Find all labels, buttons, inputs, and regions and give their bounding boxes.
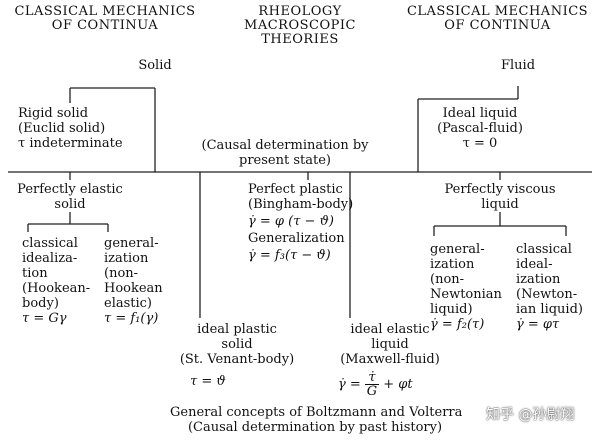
hookean-general-line-3: (non- bbox=[104, 266, 139, 281]
venant-formula: τ = ϑ bbox=[190, 374, 226, 389]
hookean-classical-line-4: (Hookean- bbox=[22, 281, 91, 296]
newton-general-block: general- ization (non- Newtonian liquid)… bbox=[430, 242, 502, 332]
perfectly-viscous-line-2: liquid bbox=[481, 197, 519, 212]
newton-general-formula: γ̇ = f₂(τ) bbox=[430, 317, 485, 332]
newton-classical-line-3: ization bbox=[516, 272, 561, 287]
ideal-liquid-formula: τ = 0 bbox=[462, 136, 498, 151]
newton-general-line-4: Newtonian bbox=[430, 287, 502, 302]
maxwell-denominator: G bbox=[364, 383, 380, 399]
hookean-general-line-5: elastic) bbox=[104, 296, 153, 311]
plastic-generalization-label: Generalization bbox=[248, 231, 345, 246]
newton-classical-line-5: ian liquid) bbox=[516, 302, 583, 317]
solid-label: Solid bbox=[138, 58, 172, 73]
rigid-solid-title: Rigid solid bbox=[18, 106, 89, 121]
center-header-line-3: THEORIES bbox=[261, 32, 339, 47]
center-header-line-1: RHEOLOGY bbox=[258, 4, 342, 19]
perfect-plastic-block: Perfect plastic (Bingham-body) γ̇ = φ (τ… bbox=[248, 182, 353, 263]
left-header: CLASSICAL MECHANICS OF CONTINUA bbox=[0, 5, 210, 33]
right-header: CLASSICAL MECHANICS OF CONTINUA bbox=[395, 5, 600, 33]
hookean-classical-line-1: classical bbox=[22, 236, 78, 251]
perfectly-viscous-block: Perfectly viscous liquid bbox=[440, 182, 560, 212]
left-header-line-1: CLASSICAL MECHANICS bbox=[14, 4, 196, 19]
newton-classical-block: classical ideal- ization (Newton- ian li… bbox=[516, 242, 583, 332]
maxwell-lhs: γ̇ = bbox=[338, 376, 361, 392]
perfectly-elastic-line-2: solid bbox=[54, 197, 86, 212]
fluid-label: Fluid bbox=[500, 58, 536, 73]
rigid-solid-alias: (Euclid solid) bbox=[18, 121, 106, 136]
ideal-plastic-line-1: ideal plastic bbox=[197, 322, 277, 337]
ideal-liquid-block: Ideal liquid (Pascal-fluid) τ = 0 bbox=[430, 106, 530, 151]
left-header-line-2: OF CONTINUA bbox=[51, 18, 159, 33]
perfectly-elastic-line-1: Perfectly elastic bbox=[17, 182, 123, 197]
center-header: RHEOLOGY MACROSCOPIC THEORIES bbox=[220, 5, 380, 47]
perfectly-viscous-line-1: Perfectly viscous bbox=[444, 182, 556, 197]
hookean-general-block: general- ization (non- Hookean elastic) … bbox=[104, 236, 163, 326]
ideal-plastic-line-3: (St. Venant-body) bbox=[179, 352, 295, 367]
perfectly-elastic-block: Perfectly elastic solid bbox=[15, 182, 125, 212]
newton-general-line-3: (non- bbox=[430, 272, 465, 287]
hookean-classical-line-3: tion bbox=[22, 266, 48, 281]
ideal-liquid-alias: (Pascal-fluid) bbox=[437, 121, 523, 136]
hookean-general-line-4: Hookean bbox=[104, 281, 163, 296]
newton-general-line-1: general- bbox=[430, 242, 485, 257]
watermark: 知乎 @孙尉翔 bbox=[486, 407, 575, 423]
hookean-classical-line-5: body) bbox=[22, 296, 59, 311]
hookean-general-line-1: general- bbox=[104, 236, 159, 251]
hookean-general-line-2: ization bbox=[104, 251, 149, 266]
bottom-line-1: General concepts of Boltzmann and Volter… bbox=[170, 405, 463, 420]
maxwell-rhs: + φt bbox=[383, 376, 413, 392]
hookean-general-formula: τ = f₁(γ) bbox=[104, 311, 159, 326]
center-header-line-2: MACROSCOPIC bbox=[244, 18, 356, 33]
newton-general-line-2: ization bbox=[430, 257, 475, 272]
causal-present-note: (Causal determination by present state) bbox=[185, 138, 385, 168]
ideal-plastic-block: ideal plastic solid (St. Venant-body) bbox=[172, 322, 302, 367]
hookean-formula: τ = Gγ bbox=[22, 311, 67, 326]
bottom-line-2: (Causal determination by past history) bbox=[187, 420, 443, 435]
ideal-elastic-liquid-line-2: liquid bbox=[371, 337, 409, 352]
ideal-elastic-liquid-line-3: (Maxwell-fluid) bbox=[340, 352, 440, 367]
perfect-plastic-alias: (Bingham-body) bbox=[248, 197, 354, 212]
rigid-solid-formula: τ indeterminate bbox=[18, 136, 123, 151]
causal-present-line-2: present state) bbox=[239, 153, 331, 168]
right-header-line-2: OF CONTINUA bbox=[444, 18, 551, 33]
bottom-note: General concepts of Boltzmann and Volter… bbox=[170, 405, 463, 435]
rigid-solid-block: Rigid solid (Euclid solid) τ indetermina… bbox=[18, 106, 123, 151]
ideal-elastic-liquid-block: ideal elastic liquid (Maxwell-fluid) bbox=[330, 322, 450, 367]
newton-classical-line-2: ideal- bbox=[516, 257, 553, 272]
hookean-classical-block: classical idealiza- tion (Hookean- body)… bbox=[22, 236, 90, 326]
plastic-general-formula: γ̇ = f₃(τ − ϑ) bbox=[248, 248, 331, 263]
perfect-plastic-title: Perfect plastic bbox=[248, 182, 343, 197]
newton-classical-line-4: (Newton- bbox=[516, 287, 578, 302]
maxwell-fraction: τ̇ G bbox=[364, 369, 380, 399]
hookean-classical-line-2: idealiza- bbox=[22, 251, 78, 266]
ideal-liquid-title: Ideal liquid bbox=[442, 106, 518, 121]
ideal-plastic-line-2: solid bbox=[221, 337, 253, 352]
ideal-elastic-liquid-line-1: ideal elastic bbox=[350, 322, 430, 337]
right-header-line-1: CLASSICAL MECHANICS bbox=[406, 4, 589, 19]
newton-general-line-5: liquid) bbox=[430, 302, 473, 317]
maxwell-formula: γ̇ = τ̇ G + φt bbox=[338, 368, 413, 400]
newton-classical-line-1: classical bbox=[516, 242, 572, 257]
bingham-formula: γ̇ = φ (τ − ϑ) bbox=[248, 214, 334, 229]
causal-present-line-1: (Causal determination by bbox=[201, 138, 369, 153]
newton-formula: γ̇ = φτ bbox=[516, 317, 560, 332]
maxwell-numerator: τ̇ bbox=[368, 369, 376, 385]
